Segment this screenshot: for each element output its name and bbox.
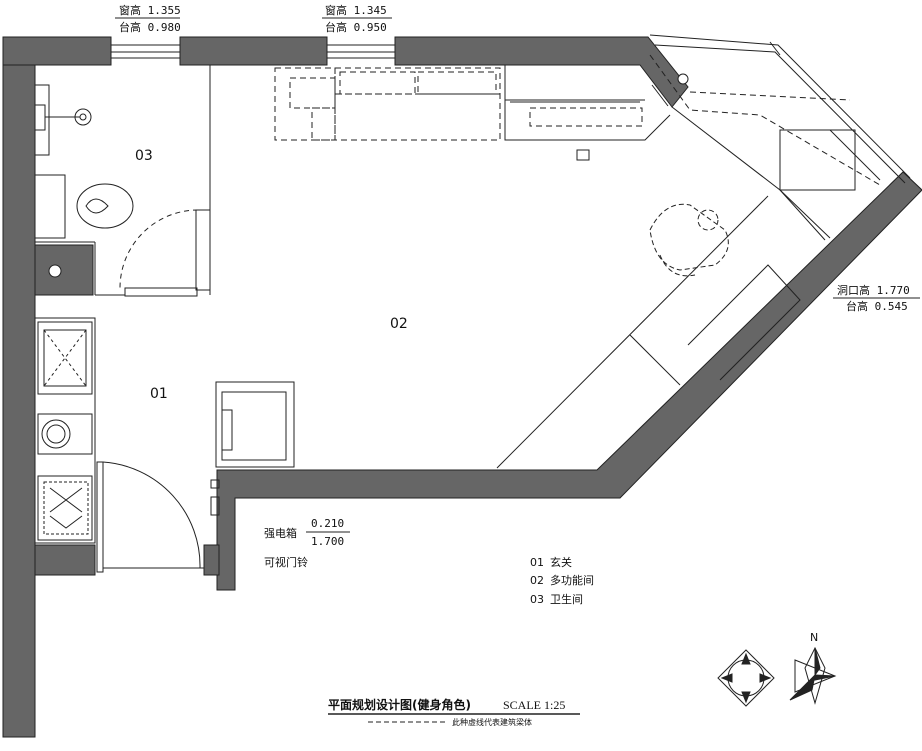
plan-note: 此种虚线代表建筑梁体	[452, 717, 532, 727]
opening-base: 台高 0.545	[846, 299, 908, 313]
legend-name-03: 卫生间	[550, 592, 583, 606]
window-2-sill: 窗高 1.345	[325, 3, 387, 17]
legend-code-02: 02	[530, 574, 544, 587]
window-2	[327, 44, 395, 59]
small-mark	[576, 149, 590, 161]
left-wall	[2, 36, 36, 738]
title-block: 平面规划设计图(健身角色) SCALE 1:25 此种虚线代表建筑梁体	[328, 697, 580, 727]
entry-door	[96, 461, 204, 573]
power-box-top-value: 0.210	[311, 517, 344, 530]
window-1-sill: 窗高 1.355	[119, 3, 181, 17]
drain-circle	[48, 264, 62, 278]
top-wall-left	[2, 36, 112, 66]
storage-cabinet	[215, 381, 295, 468]
window-2-base: 台高 0.950	[325, 20, 387, 34]
shoe-cabinet	[37, 475, 93, 541]
desk-chair	[649, 203, 729, 277]
shower-head	[74, 108, 92, 126]
bathroom-door-swing	[119, 209, 199, 289]
corner-circle	[677, 73, 689, 85]
entry-door-leaf	[96, 461, 104, 573]
toilet-tank	[34, 174, 66, 239]
room-label-03: 03	[135, 148, 153, 164]
entry-door-swing	[102, 461, 201, 569]
plan-title: 平面规划设计图(健身角色)	[328, 697, 471, 712]
power-box-label: 强电箱	[264, 526, 297, 540]
window-3-angled	[649, 34, 911, 184]
washer-drum	[41, 419, 71, 449]
plan-scale: SCALE 1:25	[503, 698, 565, 712]
legend-code-03: 03	[530, 593, 544, 606]
bathroom	[34, 65, 211, 297]
axis-symbol	[717, 649, 775, 707]
legend-name-01: 玄关	[550, 555, 572, 569]
north-arrow: N	[789, 631, 837, 705]
bathroom-door	[195, 209, 211, 291]
opening-sill: 洞口高 1.770	[837, 283, 910, 297]
legend-code-01: 01	[530, 556, 544, 569]
top-wall-mid	[179, 36, 328, 66]
washer-box	[34, 244, 94, 296]
power-box-bottom-value: 1.700	[311, 535, 344, 548]
vanity	[34, 84, 50, 156]
entry-wall-bottom	[34, 544, 96, 576]
diagonal-wall	[216, 171, 922, 591]
power-box-annotation: 强电箱 0.210 1.700 可视门铃	[210, 479, 350, 569]
window-1-labels: 窗高 1.355 台高 0.980	[115, 3, 181, 34]
window-1	[111, 44, 180, 59]
window-1-base: 台高 0.980	[119, 20, 181, 34]
entry-cabinets	[34, 317, 96, 544]
entry-wall-stub	[203, 544, 220, 576]
sink-cabinet	[37, 321, 93, 395]
beam-outlines	[274, 54, 881, 186]
room-outlines	[496, 65, 881, 469]
legend: 01 玄关 02 多功能间 03 卫生间	[530, 555, 594, 606]
walls	[2, 36, 922, 738]
opening-labels: 洞口高 1.770 台高 0.545	[833, 283, 920, 313]
north-label: N	[810, 631, 818, 644]
laundry-box	[37, 413, 93, 455]
room-label-01: 01	[150, 386, 168, 402]
doorbell-label: 可视门铃	[264, 555, 308, 569]
window-2-labels: 窗高 1.345 台高 0.950	[322, 3, 392, 34]
toilet-bowl	[76, 183, 134, 229]
legend-name-02: 多功能间	[550, 573, 594, 587]
room-label-02: 02	[390, 316, 408, 332]
